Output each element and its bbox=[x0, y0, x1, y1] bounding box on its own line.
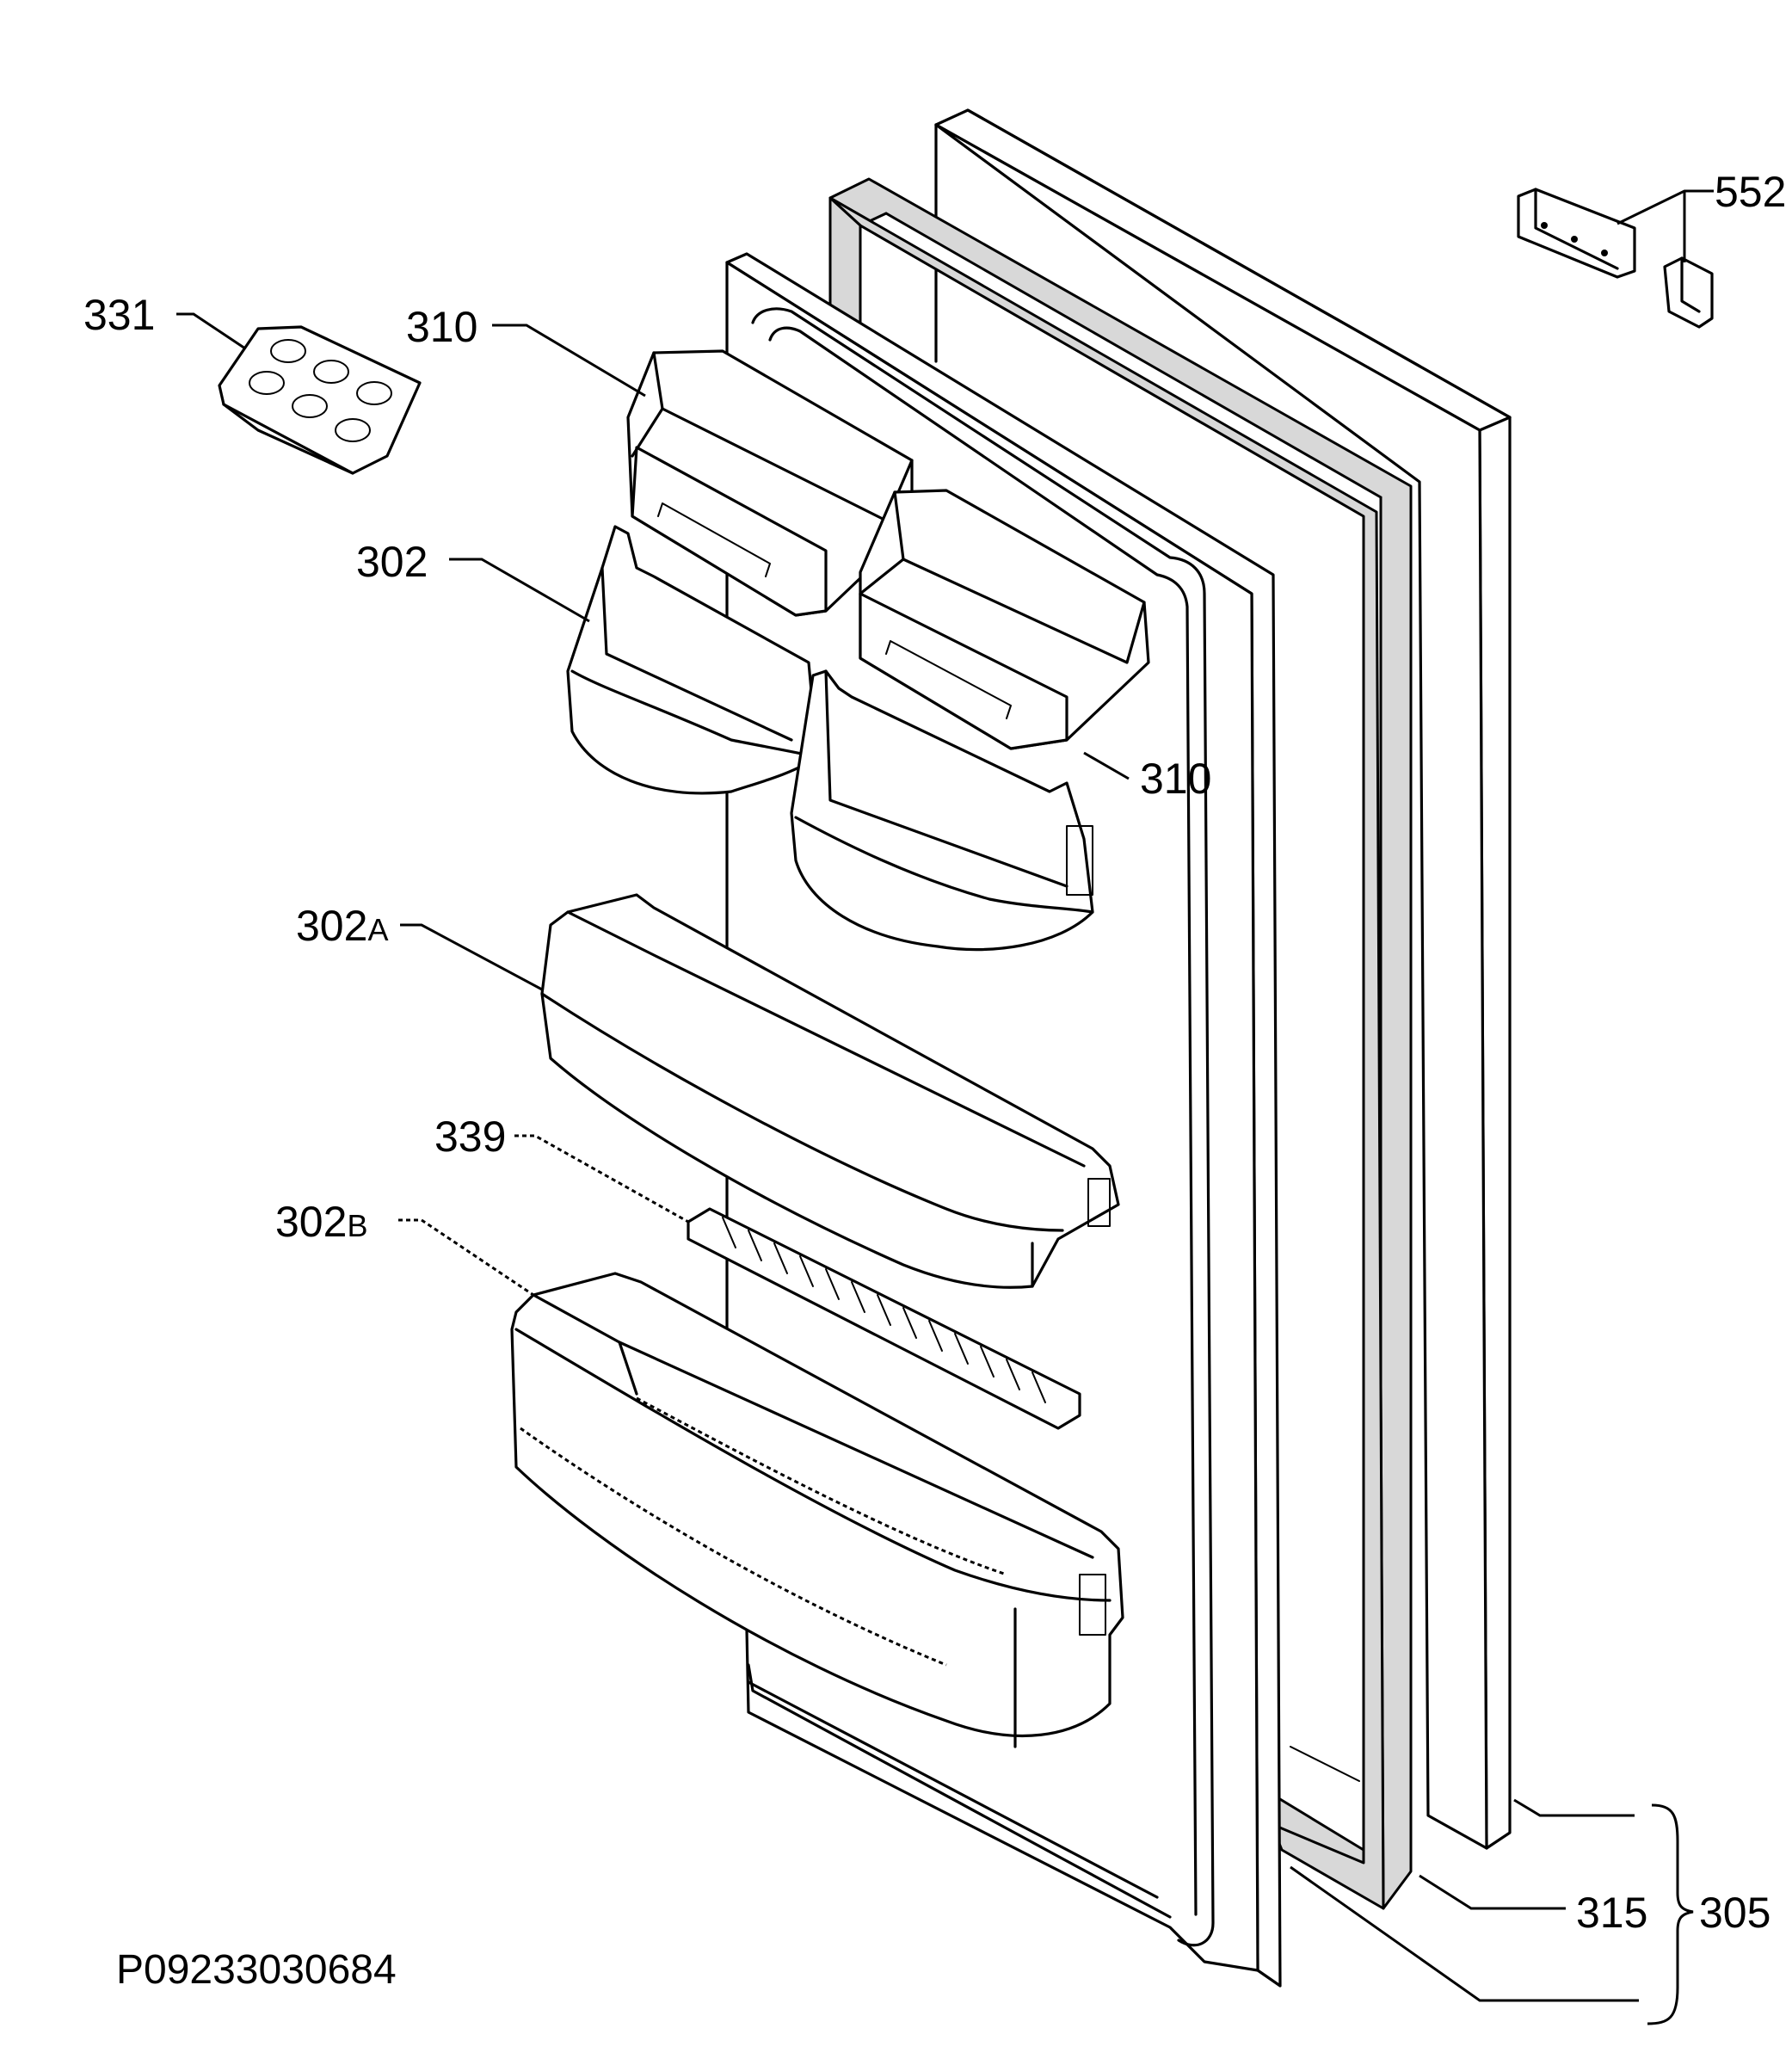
drawing-code: P09233030684 bbox=[116, 1947, 397, 1993]
callout-302a-suffix: A bbox=[367, 912, 388, 947]
upper-box-left bbox=[626, 349, 914, 617]
small-shelves bbox=[566, 525, 1094, 952]
upper-box-right bbox=[859, 489, 1150, 750]
egg-tray bbox=[218, 325, 422, 475]
bottle-rack bbox=[687, 1207, 1081, 1430]
callout-302: 302 bbox=[356, 538, 428, 586]
shelf-b bbox=[510, 1272, 1124, 1748]
callout-302b: 302B bbox=[275, 1198, 367, 1246]
callout-302a-number: 302 bbox=[296, 902, 367, 950]
shelf-a bbox=[540, 893, 1120, 1289]
callout-310-right: 310 bbox=[1140, 755, 1211, 803]
callout-labels: 331 310 310 302 302A 339 302B 552 315 30… bbox=[83, 168, 1786, 1993]
callout-315: 315 bbox=[1576, 1889, 1647, 1937]
outer-door-panel bbox=[934, 108, 1512, 1850]
callout-310-left: 310 bbox=[406, 303, 477, 351]
callout-302b-suffix: B bbox=[347, 1208, 367, 1243]
leader-lines bbox=[176, 189, 1714, 2025]
callout-305: 305 bbox=[1699, 1889, 1770, 1937]
hinge-kit bbox=[1517, 188, 1714, 329]
callout-339: 339 bbox=[434, 1113, 506, 1161]
callout-302b-number: 302 bbox=[275, 1198, 347, 1246]
callout-302a: 302A bbox=[296, 902, 388, 950]
callout-552: 552 bbox=[1715, 168, 1786, 216]
callout-331: 331 bbox=[83, 291, 155, 339]
